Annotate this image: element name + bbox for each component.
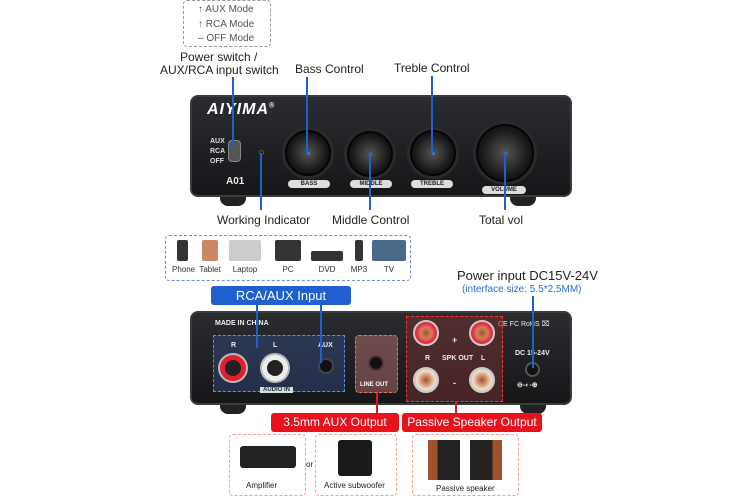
dvd-icon xyxy=(311,251,343,261)
power-switch-label-2: AUX/RCA input switch xyxy=(160,63,279,77)
total-vol-label: Total vol xyxy=(479,213,524,227)
subwoofer-image xyxy=(338,440,372,476)
power-switch-label: Power switch / xyxy=(180,50,258,64)
treble-control-label: Treble Control xyxy=(394,61,470,75)
tv-icon xyxy=(372,240,406,261)
working-indicator-label: Working Indicator xyxy=(217,213,311,227)
cert-marks: CE FC RoHS ⌧ xyxy=(498,321,550,328)
callout-line xyxy=(256,305,258,348)
phone-icon xyxy=(176,240,188,261)
line-out-jack[interactable] xyxy=(368,355,384,371)
aux-output-tag: 3.5mm AUX Output xyxy=(271,413,399,432)
treble-label: TREBLE xyxy=(411,180,453,188)
rca-right-jack[interactable] xyxy=(220,355,246,381)
arrow-up-icon: ↑ xyxy=(198,18,203,30)
aux-label: AUX xyxy=(318,342,333,349)
device-laptop: Laptop xyxy=(228,240,262,274)
device-phone: Phone xyxy=(172,240,195,274)
interface-size-label: (interface size: 5.5*2.5MM) xyxy=(462,284,582,295)
bass-label: BASS xyxy=(288,180,330,188)
speaker-image-right xyxy=(470,440,502,480)
rca-left-jack[interactable] xyxy=(262,355,288,381)
middle-label: MIDDLE xyxy=(350,180,392,188)
plus-label: + xyxy=(452,335,458,345)
callout-line xyxy=(320,305,322,363)
device-tv: TV xyxy=(372,240,406,274)
foot xyxy=(510,197,536,206)
device-mp3: MP3 xyxy=(348,240,370,274)
pc-icon xyxy=(275,240,301,261)
tablet-icon xyxy=(202,240,218,261)
middle-control-label: Middle Control xyxy=(332,213,410,227)
callout-line xyxy=(306,77,308,153)
spk-r-label: R xyxy=(425,355,431,362)
rca-aux-input-tag: RCA/AUX Input xyxy=(211,286,351,305)
treble-knob[interactable] xyxy=(410,130,456,176)
mode-rca: ↑ RCA Mode xyxy=(198,18,255,30)
speaker-post-l-minus[interactable] xyxy=(469,367,495,393)
speaker-post-r-minus[interactable] xyxy=(413,367,439,393)
power-input-label: Power input DC15V-24V xyxy=(457,268,598,283)
speaker-label: Passive speaker xyxy=(436,484,495,493)
line-out-label: LINE OUT xyxy=(360,382,388,388)
device-dvd: DVD xyxy=(310,240,344,274)
made-in-label: MADE IN CHINA xyxy=(215,320,269,327)
callout-line xyxy=(532,296,534,368)
mode-aux: ↑ AUX Mode xyxy=(198,4,254,15)
mode-off: – OFF Mode xyxy=(198,33,255,44)
foot xyxy=(220,197,246,206)
polarity-symbol: ⊖-◐-⊕ xyxy=(517,382,538,389)
aux-input-jack[interactable] xyxy=(318,358,334,374)
callout-line xyxy=(504,153,506,210)
subwoofer-label: Active subwoofer xyxy=(324,481,385,490)
r-label: R xyxy=(231,342,237,349)
bass-knob[interactable] xyxy=(285,130,331,176)
minus-label: - xyxy=(453,378,456,388)
callout-line xyxy=(232,77,234,147)
dash-icon: – xyxy=(198,33,204,44)
power-input-switch[interactable] xyxy=(228,140,241,162)
mode-legend: ↑ AUX Mode ↑ RCA Mode – OFF Mode xyxy=(183,0,271,47)
callout-line xyxy=(260,153,262,210)
l-label: L xyxy=(273,342,278,349)
speaker-box xyxy=(412,434,519,496)
laptop-icon xyxy=(229,240,261,261)
or-label: or xyxy=(306,460,314,469)
device-pc: PC xyxy=(272,240,304,274)
speaker-post-r-plus[interactable] xyxy=(413,320,439,346)
amplifier-image xyxy=(240,446,296,468)
mp3-icon xyxy=(355,240,363,261)
amplifier-label: Amplifier xyxy=(246,481,278,490)
spk-l-label: L xyxy=(481,355,486,362)
speaker-image-left xyxy=(428,440,460,480)
working-indicator-led xyxy=(259,150,264,155)
amplifier-box xyxy=(229,434,306,496)
arrow-up-icon: ↑ xyxy=(198,4,203,15)
brand-logo: AIYIMA® xyxy=(207,101,276,118)
source-devices-box xyxy=(165,235,411,281)
subwoofer-box xyxy=(315,434,397,496)
speaker-output-tag: Passive Speaker Output xyxy=(402,413,542,432)
audio-in-label: AUDIO IN xyxy=(260,387,293,393)
foot xyxy=(220,405,246,414)
callout-line xyxy=(369,153,371,210)
speaker-post-l-plus[interactable] xyxy=(469,320,495,346)
callout-line xyxy=(376,393,378,413)
foot xyxy=(520,405,546,414)
callout-line xyxy=(431,76,433,153)
spk-out-label: SPK OUT xyxy=(442,355,474,362)
callout-line xyxy=(455,402,457,413)
device-tablet: Tablet xyxy=(196,240,224,274)
model-label: A01 xyxy=(226,176,245,187)
bass-control-label: Bass Control xyxy=(295,62,364,76)
